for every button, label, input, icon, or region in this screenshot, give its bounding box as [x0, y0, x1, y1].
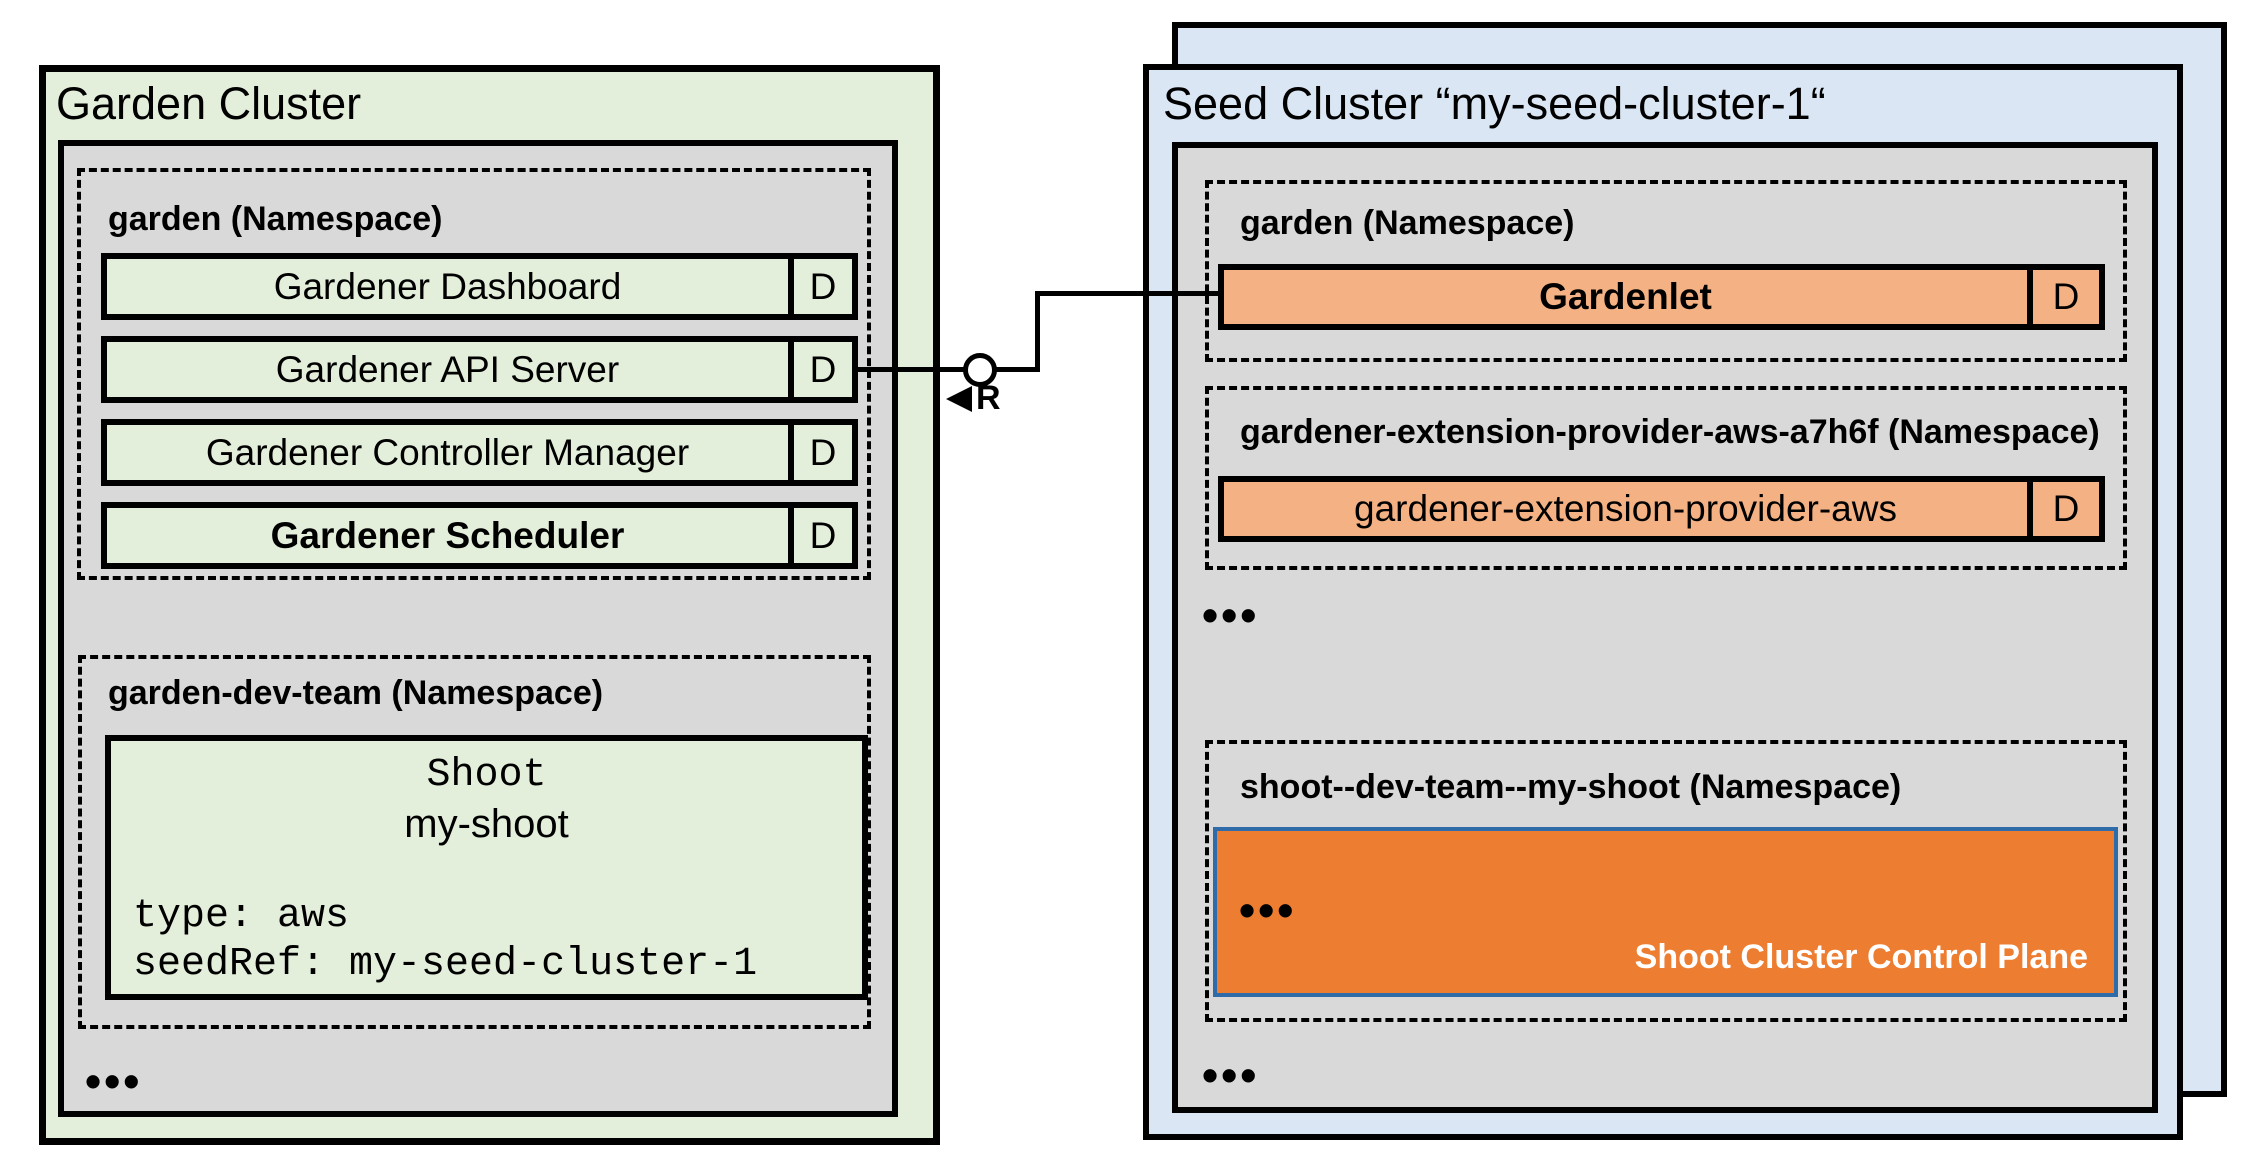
gardenlet-daemon-badge: D: [2027, 270, 2099, 324]
garden-more-indicator: •••: [85, 1055, 143, 1107]
shoot-kind: Shoot: [426, 753, 547, 798]
seed-garden-namespace-label: garden (Namespace): [1240, 204, 1575, 242]
shoot-type-line: type: aws: [133, 894, 350, 939]
gardenlet-row: Gardenlet D: [1218, 264, 2105, 330]
shoot-seedref-line: seedRef: my-seed-cluster-1: [133, 942, 758, 987]
dashboard-daemon-badge: D: [788, 259, 852, 314]
seed-more-indicator: •••: [1202, 1049, 1260, 1101]
extension-daemon-badge: D: [2027, 482, 2099, 536]
api-server-daemon-badge: D: [788, 342, 852, 397]
gardenlet-label: Gardenlet: [1539, 276, 1712, 317]
shoot-namespace-label: shoot--dev-team--my-shoot (Namespace): [1240, 768, 1902, 806]
api-server-row: Gardener API Server D: [101, 336, 858, 403]
controller-manager-daemon-badge: D: [788, 425, 852, 480]
garden-namespace-box: [77, 168, 871, 580]
garden-namespace-label: garden (Namespace): [108, 200, 443, 238]
shoot-resource-box: Shoot my-shoot type: aws seedRef: my-see…: [105, 735, 868, 1000]
extension-namespace-box: [1205, 386, 2127, 570]
dev-team-namespace-box: [78, 655, 871, 1029]
extension-provider-label: gardener-extension-provider-aws: [1354, 488, 1897, 529]
controller-manager-label: Gardener Controller Manager: [205, 431, 690, 473]
interface-circle-icon: [963, 353, 997, 387]
scheduler-label: Gardener Scheduler: [270, 514, 625, 556]
dashboard-row: Gardener Dashboard D: [101, 253, 858, 320]
control-plane-label: Shoot Cluster Control Plane: [1634, 938, 2088, 976]
connector-line-horizontal-1: [858, 367, 1040, 372]
dashboard-label: Gardener Dashboard: [273, 265, 622, 307]
seed-more-namespaces-indicator: •••: [1202, 589, 1260, 641]
api-server-label: Gardener API Server: [275, 348, 620, 390]
shoot-control-plane-box: ••• Shoot Cluster Control Plane: [1213, 827, 2118, 997]
shoot-namespace-box: [1205, 740, 2127, 1022]
dev-team-namespace-label: garden-dev-team (Namespace): [108, 674, 604, 712]
scheduler-row: Gardener Scheduler D: [101, 502, 858, 569]
connector-line-horizontal-2: [1035, 291, 1218, 296]
connector-line-vertical: [1035, 291, 1040, 372]
extension-namespace-label: gardener-extension-provider-aws-a7h6f (N…: [1240, 413, 2100, 451]
garden-cluster-title: Garden Cluster: [56, 78, 362, 129]
controller-manager-row: Gardener Controller Manager D: [101, 419, 858, 486]
reconcile-label: R: [976, 379, 1001, 417]
seed-cluster-title: Seed Cluster “my-seed-cluster-1“: [1163, 78, 1826, 129]
control-plane-more-indicator: •••: [1239, 884, 1297, 936]
reconcile-arrow-icon: [946, 386, 972, 412]
scheduler-daemon-badge: D: [788, 508, 852, 563]
seed-garden-namespace-box: [1205, 180, 2127, 362]
shoot-name: my-shoot: [404, 802, 569, 846]
extension-provider-row: gardener-extension-provider-aws D: [1218, 476, 2105, 542]
